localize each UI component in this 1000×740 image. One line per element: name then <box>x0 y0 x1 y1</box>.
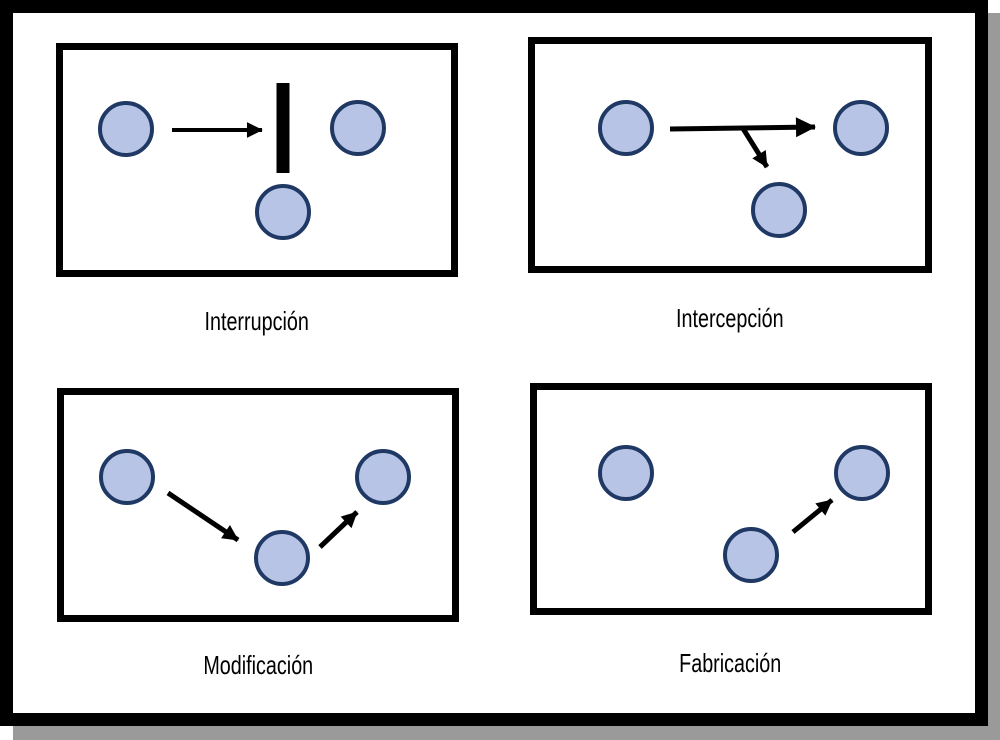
panel-intercepcion <box>528 37 932 273</box>
fabricacion-diagram <box>598 445 890 583</box>
fabricated-flow-arrow <box>791 498 834 534</box>
destination-node <box>355 449 411 505</box>
panel-label-text: Interrupción <box>204 306 310 336</box>
panel-interrupcion <box>56 43 458 277</box>
attacker-node <box>723 527 779 583</box>
panel-label-text: Modificación <box>203 650 313 680</box>
panel-label-modificacion: Modificación <box>138 650 378 680</box>
panel-modificacion <box>57 388 459 622</box>
panel-label-interrupcion: Interrupción <box>137 306 377 336</box>
panel-label-text: Intercepción <box>676 303 784 333</box>
destination-node <box>330 100 386 156</box>
main-flow-arrow <box>669 117 816 138</box>
destination-node <box>834 445 890 501</box>
attacker-node <box>751 182 807 238</box>
source-node <box>598 100 654 156</box>
source-node <box>598 445 654 501</box>
intercepcion-diagram <box>598 100 889 238</box>
panel-fabricacion <box>530 383 932 615</box>
modificacion-diagram <box>99 449 411 586</box>
source-to-attacker-arrow <box>166 490 240 543</box>
panel-label-intercepcion: Intercepción <box>610 303 850 333</box>
panel-label-text: Fabricación <box>678 648 782 678</box>
attacker-node <box>254 530 310 586</box>
interrupcion-diagram <box>98 83 386 240</box>
destination-node <box>833 100 889 156</box>
source-node <box>99 449 155 505</box>
attacker-to-destination-arrow <box>318 510 359 549</box>
intercept-branch-arrow <box>740 127 770 169</box>
panel-label-fabricacion: Fabricación <box>610 648 850 678</box>
source-node <box>98 101 154 157</box>
interruption-barrier <box>276 83 290 173</box>
third-party-node <box>255 184 311 240</box>
